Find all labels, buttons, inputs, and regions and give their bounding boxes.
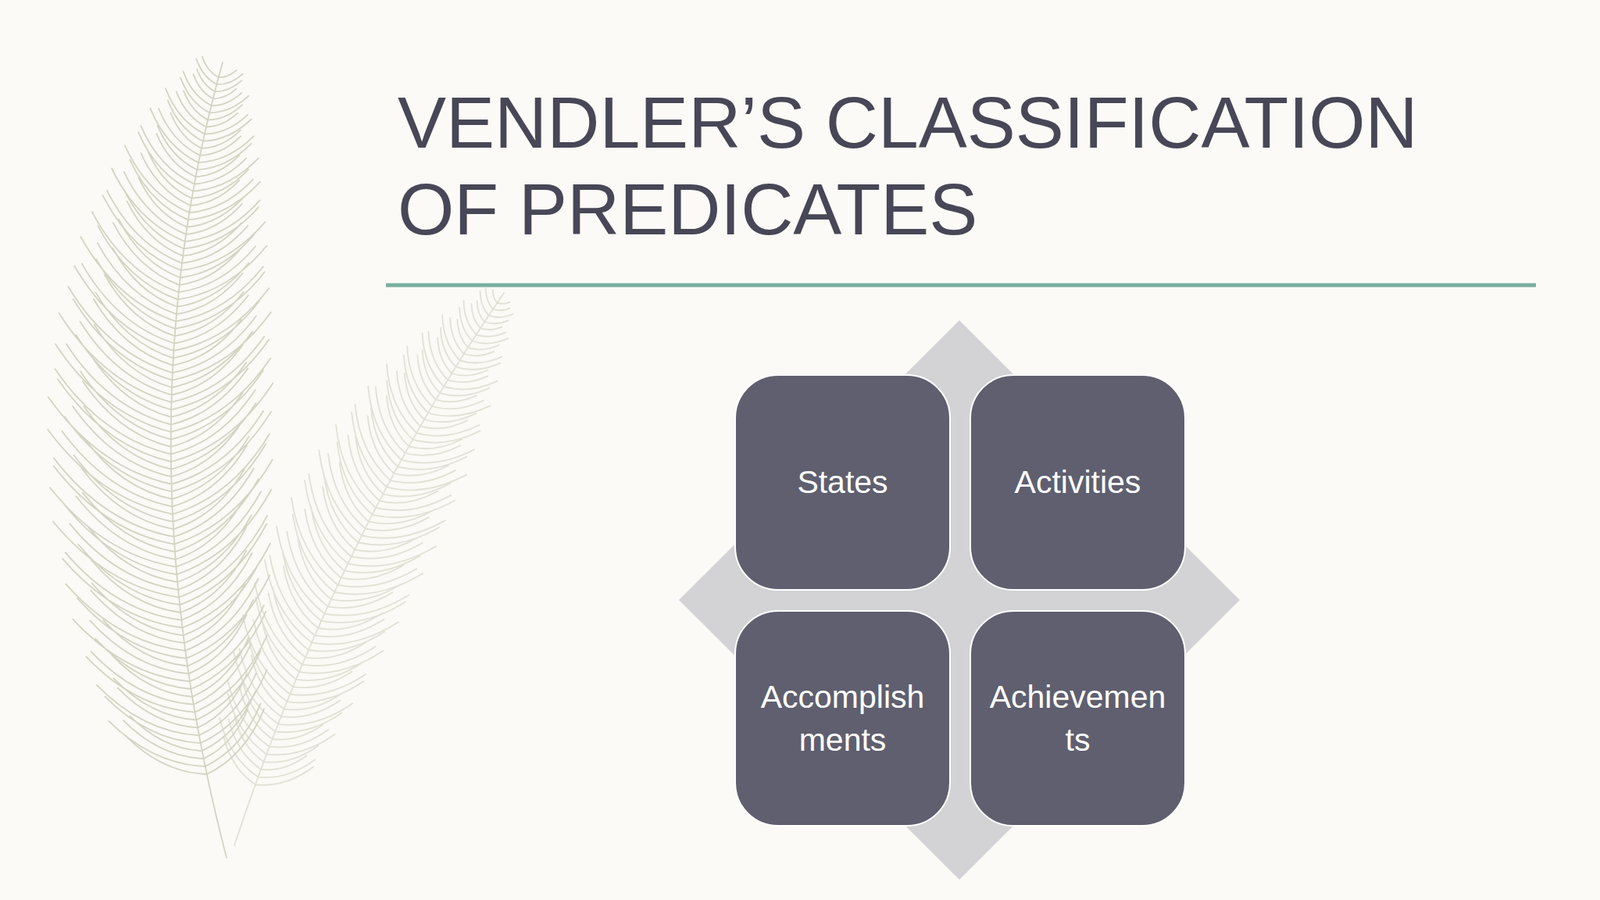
box-label: Accomplishments: [751, 675, 934, 761]
matrix-box: States: [734, 374, 951, 591]
feather-shape: [219, 289, 514, 847]
matrix-diamond: [678, 320, 1240, 880]
box-label: Activities: [1014, 460, 1142, 504]
feather-shape: [47, 57, 273, 859]
box-label: States: [796, 460, 888, 504]
slide-title: VENDLER’S CLASSIFICATION OF PREDICATES: [397, 79, 1492, 254]
title-rule: [385, 283, 1536, 288]
matrix-box: Activities: [969, 374, 1186, 591]
box-label: Achievements: [986, 675, 1169, 761]
matrix-box: Accomplishments: [734, 610, 951, 827]
matrix-box: Achievements: [969, 610, 1186, 827]
